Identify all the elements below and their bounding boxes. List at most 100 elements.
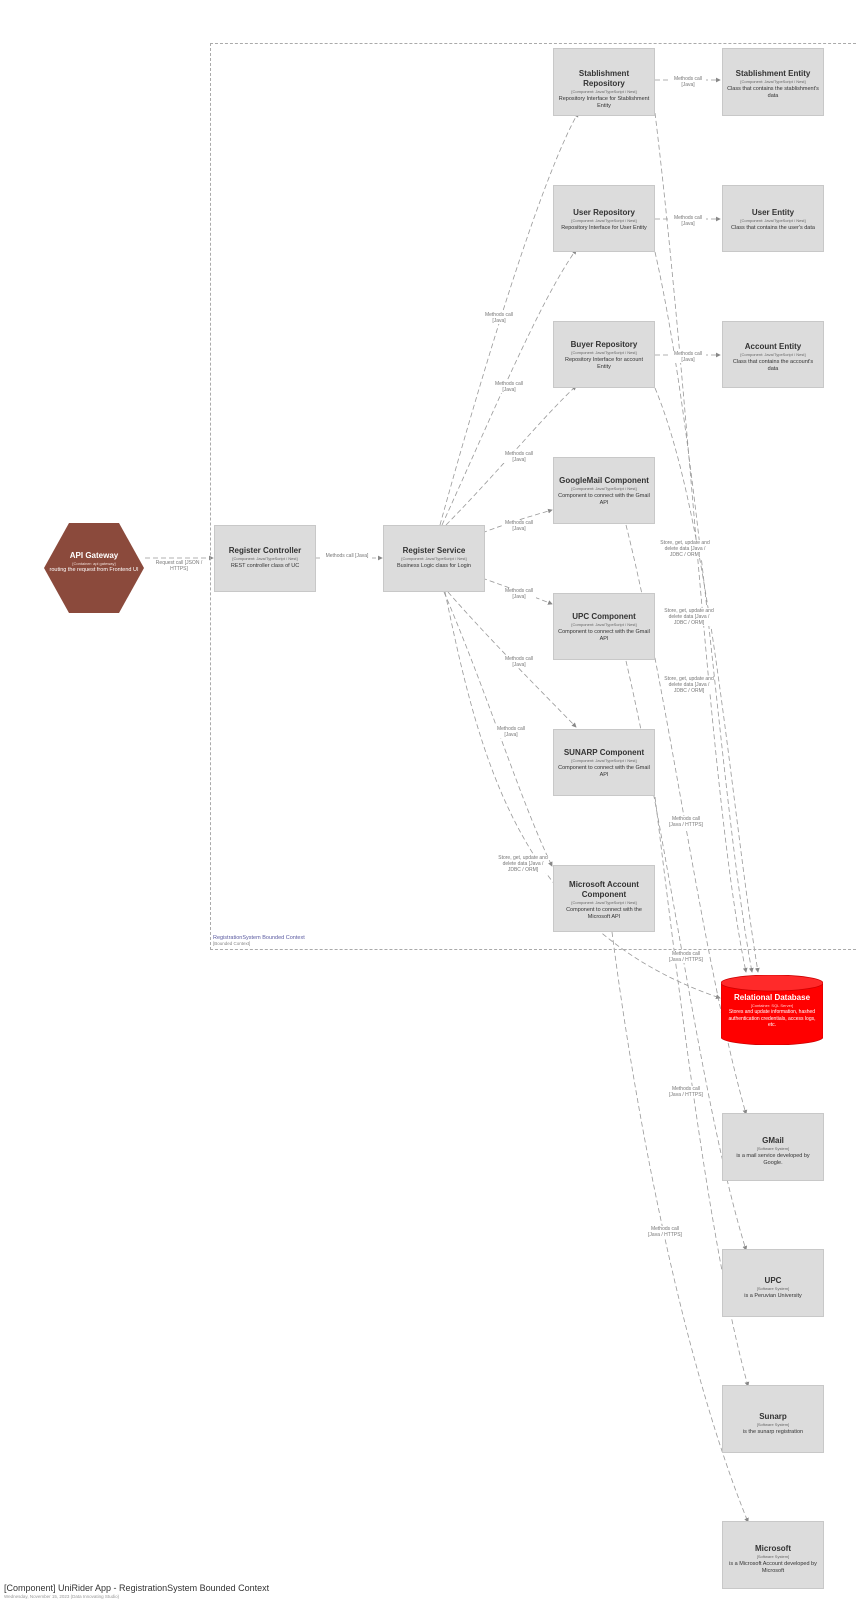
microsoft-title: Microsoft bbox=[755, 1544, 791, 1553]
edge-label-service-database: Store, get, update and delete data [Java… bbox=[498, 855, 548, 873]
bounded-context-boundary bbox=[210, 43, 856, 950]
api-gateway-meta: [Container: api gateway] bbox=[72, 561, 116, 566]
buyer-repository-desc: Repository Interface for account Entity bbox=[565, 357, 643, 370]
user-repository-desc: Repository Interface for User Entity bbox=[561, 225, 647, 231]
stablishment-repository-desc: Repository Interface for Stablishment En… bbox=[558, 96, 650, 109]
microsoft-system-node[interactable]: Microsoft [Software System] is a Microso… bbox=[722, 1521, 824, 1589]
upc-component-meta: [Component: Java/TypeScript / Nest] bbox=[571, 622, 637, 627]
googlemail-component-meta: [Component: Java/TypeScript / Nest] bbox=[571, 486, 637, 491]
microsoft-meta: [Software System] bbox=[756, 1554, 790, 1559]
register-controller-desc: REST controller class of UC bbox=[230, 563, 300, 569]
edge-user-db bbox=[654, 251, 754, 973]
microsoft-component-node[interactable]: Microsoft Account Component [Component: … bbox=[553, 865, 655, 932]
register-service-title: Register Service bbox=[402, 546, 466, 555]
sunarp-component-desc: Component to connect with the Gmail API bbox=[558, 765, 650, 778]
edge-sunarp-sunarp bbox=[654, 796, 750, 1387]
upc-component-node[interactable]: UPC Component [Component: Java/TypeScrip… bbox=[553, 593, 655, 660]
user-entity-node[interactable]: User Entity [Component: Java/TypeScript … bbox=[722, 185, 824, 252]
edge-label-account-entity: Methods call [Java] bbox=[670, 351, 706, 363]
user-repository-meta: [Component: Java/TypeScript / Nest] bbox=[571, 218, 637, 223]
edge-label-stablishment-entity: Methods call [Java] bbox=[670, 76, 706, 88]
api-gateway-desc: routing the request from Frontend UI bbox=[49, 567, 139, 573]
user-repository-title: User Repository bbox=[573, 208, 635, 217]
upc-component-desc: Component to connect with the Gmail API bbox=[558, 629, 650, 642]
edge-label-user-entity: Methods call [Java] bbox=[670, 215, 706, 227]
user-entity-meta: [Component: Java/TypeScript / Nest] bbox=[740, 218, 806, 223]
hexagon-shape bbox=[44, 523, 144, 613]
stablishment-entity-desc: Class that contains the stablishment's d… bbox=[727, 86, 819, 99]
edge-buyer-db bbox=[654, 387, 760, 973]
edge-stablishment-db bbox=[654, 112, 748, 973]
edge-label-service-user: Methods call [Java] bbox=[492, 381, 526, 393]
edge-service-database bbox=[444, 591, 721, 999]
cylinder-shape bbox=[720, 974, 824, 1046]
api-gateway-title: API Gateway bbox=[69, 551, 119, 560]
account-entity-meta: [Component: Java/TypeScript / Nest] bbox=[740, 352, 806, 357]
diagram-title: [Component] UniRider App - RegistrationS… bbox=[4, 1583, 270, 1593]
sunarp-meta: [Software System] bbox=[756, 1422, 790, 1427]
edge-label-microsoft-microsoft: Methods call [Java / HTTPS] bbox=[645, 1226, 685, 1238]
sunarp-component-node[interactable]: SUNARP Component [Component: Java/TypeSc… bbox=[553, 729, 655, 796]
register-service-desc: Business Logic class for Login bbox=[397, 563, 471, 569]
edge-microsoft-microsoft bbox=[611, 931, 749, 1523]
upc-system-node[interactable]: UPC [Software System] is a Peruvian Univ… bbox=[722, 1249, 824, 1317]
buyer-repository-node[interactable]: Buyer Repository [Component: Java/TypeSc… bbox=[553, 321, 655, 388]
googlemail-component-desc: Component to connect with the Gmail API bbox=[558, 493, 650, 506]
upc-desc: is a Peruvian University bbox=[744, 1293, 802, 1299]
register-controller-node[interactable]: Register Controller [Component: Java/Typ… bbox=[214, 525, 316, 592]
microsoft-desc: is a Microsoft Account developed by Micr… bbox=[729, 1561, 817, 1574]
database-desc: Stores and update information, hashed au… bbox=[728, 1009, 816, 1028]
stablishment-entity-node[interactable]: Stablishment Entity [Component: Java/Typ… bbox=[722, 48, 824, 116]
edge-label-service-googlemail: Methods call [Java] bbox=[502, 520, 536, 532]
sunarp-desc: is the sunarp registration bbox=[742, 1429, 804, 1435]
account-entity-desc: Class that contains the account's data bbox=[732, 359, 814, 372]
user-repository-node[interactable]: User Repository [Component: Java/TypeScr… bbox=[553, 185, 655, 252]
diagram-subtitle: Wednesday, November 15, 2023 (Data Innov… bbox=[4, 1594, 120, 1599]
edge-label-sunarp-sunarp: Methods call [Java / HTTPS] bbox=[666, 1086, 706, 1098]
upc-component-title: UPC Component bbox=[572, 612, 636, 621]
stablishment-entity-meta: [Component: Java/TypeScript / Nest] bbox=[740, 79, 806, 84]
sunarp-system-node[interactable]: Sunarp [Software System] is the sunarp r… bbox=[722, 1385, 824, 1453]
database-meta: [Container: SQL Server] bbox=[750, 1003, 794, 1008]
edge-label-service-stablishment: Methods call [Java] bbox=[482, 312, 516, 324]
sunarp-title: Sunarp bbox=[759, 1412, 787, 1421]
microsoft-component-desc: Component to connect with the Microsoft … bbox=[566, 907, 642, 920]
account-entity-node[interactable]: Account Entity [Component: Java/TypeScri… bbox=[722, 321, 824, 388]
edge-label-controller-service: Methods call [Java] bbox=[322, 553, 372, 559]
register-service-node[interactable]: Register Service [Component: Java/TypeSc… bbox=[383, 525, 485, 592]
microsoft-component-meta: [Component: Java/TypeScript / Nest] bbox=[571, 900, 637, 905]
edge-service-buyer-repo bbox=[445, 385, 577, 526]
gmail-meta: [Software System] bbox=[756, 1146, 790, 1151]
edge-service-googlemail bbox=[481, 508, 553, 534]
edge-label-googlemail-gmail: Methods call [Java / HTTPS] bbox=[666, 816, 706, 828]
bounded-context-title: RegistrationSystem Bounded Context bbox=[213, 935, 305, 941]
api-gateway-node[interactable]: API Gateway [Container: api gateway] rou… bbox=[44, 523, 144, 613]
edge-label-upc-upc: Methods call [Java / HTTPS] bbox=[666, 951, 706, 963]
account-entity-title: Account Entity bbox=[744, 342, 802, 351]
user-entity-title: User Entity bbox=[751, 208, 795, 217]
stablishment-entity-title: Stablishment Entity bbox=[735, 69, 811, 78]
edge-label-user-db: Store, get, update and delete data [Java… bbox=[664, 608, 714, 626]
googlemail-component-title: GoogleMail Component bbox=[559, 476, 649, 485]
buyer-repository-meta: [Component: Java/TypeScript / Nest] bbox=[571, 350, 637, 355]
edge-label-service-upc: Methods call [Java] bbox=[502, 588, 536, 600]
stablishment-repository-node[interactable]: Stablishment Repository [Component: Java… bbox=[553, 48, 655, 116]
buyer-repository-title: Buyer Repository bbox=[570, 340, 638, 349]
googlemail-component-node[interactable]: GoogleMail Component [Component: Java/Ty… bbox=[553, 457, 655, 524]
edge-label-service-buyer: Methods call [Java] bbox=[502, 451, 536, 463]
edge-label-request-call: Request call [JSON / HTTPS] bbox=[154, 560, 204, 572]
stablishment-repository-meta: [Component: Java/TypeScript / Nest] bbox=[571, 89, 637, 94]
database-title: Relational Database bbox=[733, 993, 811, 1002]
bounded-context-type: [Bounded Context] bbox=[213, 941, 251, 946]
gmail-title: GMail bbox=[762, 1136, 784, 1145]
relational-database-node[interactable]: Relational Database [Container: SQL Serv… bbox=[720, 974, 824, 1046]
edge-service-microsoft bbox=[443, 591, 553, 867]
upc-meta: [Software System] bbox=[756, 1286, 790, 1291]
gmail-system-node[interactable]: GMail [Software System] is a mail servic… bbox=[722, 1113, 824, 1181]
sunarp-component-title: SUNARP Component bbox=[563, 748, 645, 757]
register-service-meta: [Component: Java/TypeScript / Nest] bbox=[401, 556, 467, 561]
gmail-desc: is a mail service developed by Google. bbox=[736, 1153, 810, 1166]
user-entity-desc: Class that contains the user's data bbox=[731, 225, 815, 231]
edge-label-service-sunarp: Methods call [Java] bbox=[502, 656, 536, 668]
